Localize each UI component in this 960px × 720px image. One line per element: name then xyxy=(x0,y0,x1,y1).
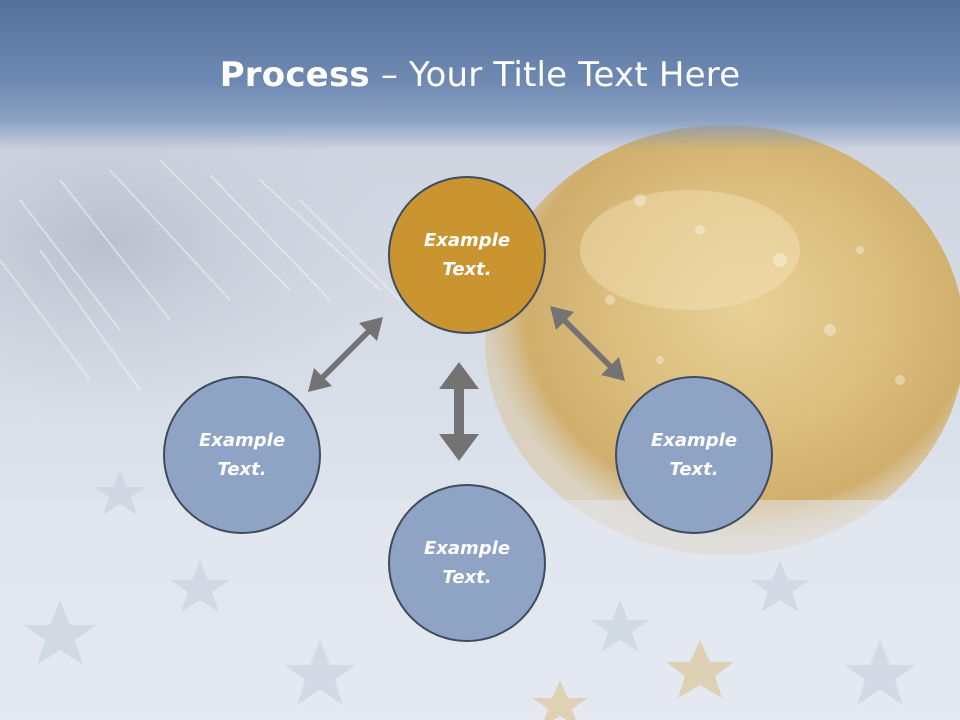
node-left-line2: Text. xyxy=(217,459,267,480)
node-bottom-line2: Text. xyxy=(442,567,492,588)
slide-title: Process – Your Title Text Here xyxy=(0,50,960,100)
double-arrow-icon xyxy=(439,362,479,461)
node-right-line2: Text. xyxy=(669,459,719,480)
node-bottom-line1: Example xyxy=(423,538,511,559)
node-right-line1: Example xyxy=(650,430,738,451)
double-arrow-icon xyxy=(308,317,383,392)
node-top-line2: Text. xyxy=(442,259,492,280)
title-band xyxy=(0,0,960,150)
double-arrow-icon xyxy=(550,306,625,381)
node-top-line1: Example xyxy=(423,230,511,251)
title-rest: – Your Title Text Here xyxy=(369,55,741,95)
title-bold-word: Process xyxy=(219,55,370,95)
node-left-line1: Example xyxy=(198,430,286,451)
